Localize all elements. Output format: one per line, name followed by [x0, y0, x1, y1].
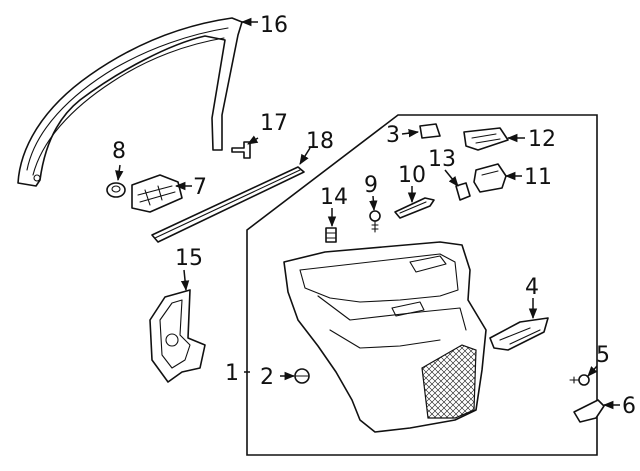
callout-1: 1: [225, 361, 239, 386]
leader-17: [247, 135, 259, 145]
callout-10: 10: [398, 163, 426, 188]
part-7-bracket: [131, 174, 183, 213]
callout-17: 17: [260, 111, 288, 136]
part-6-cover-cap: [573, 399, 605, 423]
assembly-outline-box: [246, 114, 598, 456]
part-14-clip: [325, 227, 337, 243]
part-5-screw: [569, 374, 590, 386]
callout-7: 7: [193, 175, 207, 200]
callout-6: 6: [622, 394, 636, 419]
part-11-switch: [473, 163, 507, 193]
leader-3: [401, 129, 420, 138]
part-18-belt-molding: [151, 166, 305, 243]
callout-2: 2: [260, 365, 274, 390]
part-8-nut: [106, 182, 126, 198]
callout-8: 8: [112, 139, 126, 164]
part-15-inner-panel: [149, 289, 206, 383]
callout-3: 3: [386, 123, 400, 148]
part-9-screw: [369, 210, 381, 233]
callout-18: 18: [306, 129, 334, 154]
callout-13: 13: [428, 147, 456, 172]
leader-18: [299, 147, 311, 165]
leader-5: [587, 365, 598, 377]
callout-9: 9: [364, 173, 378, 198]
leader-9: [369, 195, 378, 212]
part-16-window-frame: [17, 17, 243, 187]
part-17-push-pin: [231, 141, 251, 159]
callout-15: 15: [175, 246, 203, 271]
callout-12: 12: [528, 127, 556, 152]
part-3-clip: [419, 123, 441, 139]
callout-4: 4: [525, 275, 539, 300]
part-1-door-trim-panel: [283, 241, 487, 433]
leader-8: [115, 164, 124, 182]
part-13-clip: [455, 182, 471, 201]
callout-16: 16: [260, 13, 288, 38]
part-4-armrest-bracket: [489, 317, 549, 351]
part-10-pull-cup: [394, 197, 435, 219]
leader-15: [180, 269, 190, 292]
leader-13: [444, 169, 459, 187]
part-12-switch-bezel: [463, 127, 509, 151]
callout-14: 14: [320, 185, 348, 210]
part-2-retainer: [294, 368, 310, 384]
callout-11: 11: [524, 165, 552, 190]
callout-5: 5: [596, 343, 610, 368]
